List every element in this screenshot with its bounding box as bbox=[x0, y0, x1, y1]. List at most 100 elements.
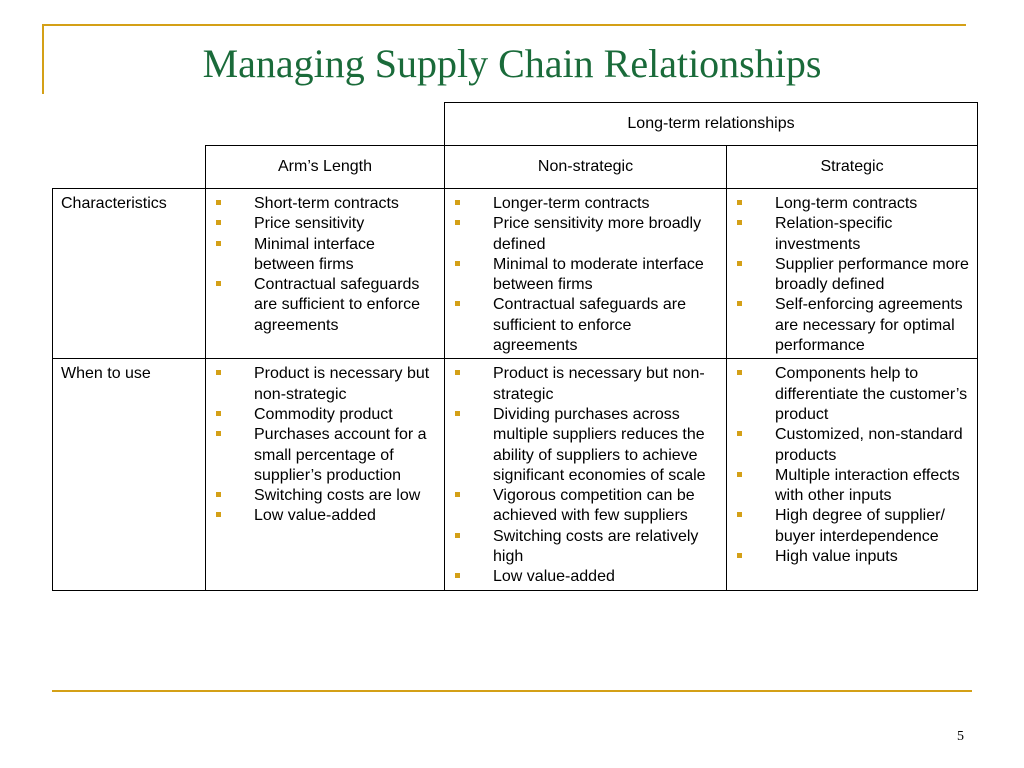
list-item: Product is necessary but non-strategic bbox=[214, 364, 438, 405]
list-item-text: Price sensitivity more broadly defined bbox=[493, 215, 702, 253]
row-label-when-to-use: When to use bbox=[52, 358, 206, 591]
square-bullet-icon bbox=[737, 260, 742, 266]
list-item-text: Price sensitivity bbox=[254, 215, 365, 233]
list-item: Components help to differentiate the cus… bbox=[735, 364, 971, 425]
square-bullet-icon bbox=[737, 200, 742, 205]
square-bullet-icon bbox=[455, 370, 460, 376]
list-item-text: Contractual safeguards are sufficient to… bbox=[493, 296, 686, 355]
list-item-text: Short-term contracts bbox=[254, 195, 399, 212]
list-item-text: High degree of supplier/ buyer interdepe… bbox=[775, 507, 945, 545]
square-bullet-icon bbox=[216, 281, 221, 287]
group-header-row: Long-term relationships bbox=[53, 102, 979, 146]
list-item: Commodity product bbox=[214, 405, 438, 425]
table-row-when-to-use: When to use Product is necessary but non… bbox=[52, 358, 979, 591]
list-item-text: Low value-added bbox=[493, 568, 615, 586]
square-bullet-icon bbox=[455, 220, 460, 226]
square-bullet-icon bbox=[737, 553, 742, 559]
list-item: Customized, non-standard products bbox=[735, 425, 971, 466]
square-bullet-icon bbox=[455, 492, 460, 498]
relationships-table: Long-term relationships Arm’s Length Non… bbox=[52, 102, 979, 591]
square-bullet-icon bbox=[455, 532, 460, 538]
list-item: High degree of supplier/ buyer interdepe… bbox=[735, 506, 971, 547]
bullet-list: Short-term contracts Price sensitivity M… bbox=[214, 194, 438, 336]
square-bullet-icon bbox=[455, 573, 460, 579]
list-item-text: Commodity product bbox=[254, 405, 393, 423]
square-bullet-icon bbox=[455, 410, 460, 416]
list-item: Vigorous competition can be achieved wit… bbox=[453, 486, 720, 527]
bullet-list: Long-term contracts Relation-specific in… bbox=[735, 194, 971, 356]
list-item-text: Multiple interaction effects with other … bbox=[775, 466, 960, 505]
list-item: Low value-added bbox=[453, 567, 720, 587]
column-header-strategic: Strategic bbox=[725, 144, 979, 189]
bullet-list: Product is necessary but non-strategic C… bbox=[214, 364, 438, 526]
square-bullet-icon bbox=[737, 301, 742, 307]
cell-characteristics-arms-length: Short-term contracts Price sensitivity M… bbox=[205, 187, 445, 360]
list-item: Dividing purchases across multiple suppl… bbox=[453, 405, 720, 486]
list-item-text: Self-enforcing agreements are necessary … bbox=[775, 296, 963, 355]
cell-characteristics-strategic: Long-term contracts Relation-specific in… bbox=[725, 187, 979, 360]
list-item-text: Product is necessary but non-strategic bbox=[493, 365, 705, 403]
square-bullet-icon bbox=[455, 260, 460, 266]
square-bullet-icon bbox=[737, 431, 742, 437]
list-item: Product is necessary but non-strategic bbox=[453, 364, 720, 405]
square-bullet-icon bbox=[216, 410, 221, 416]
page-number: 5 bbox=[957, 729, 964, 744]
list-item-text: Minimal interface between firms bbox=[254, 235, 375, 273]
list-item: Purchases account for a small percentage… bbox=[214, 425, 438, 486]
cell-when-to-use-non-strategic: Product is necessary but non-strategic D… bbox=[444, 358, 727, 591]
square-bullet-icon bbox=[216, 370, 221, 376]
list-item-text: Customized, non-standard products bbox=[775, 426, 963, 464]
list-item-text: Minimal to moderate interface between fi… bbox=[493, 255, 704, 294]
list-item-text: Components help to differentiate the cus… bbox=[775, 365, 968, 423]
list-item-text: Switching costs are relatively high bbox=[493, 527, 699, 566]
list-item: Relation-specific investments bbox=[735, 214, 971, 255]
group-header-long-term: Long-term relationships bbox=[443, 102, 979, 146]
list-item-text: Purchases account for a small percentage… bbox=[254, 426, 427, 484]
list-item-text: High value inputs bbox=[775, 548, 898, 566]
column-header-non-strategic: Non-strategic bbox=[444, 144, 727, 189]
square-bullet-icon bbox=[216, 240, 221, 246]
list-item-text: Long-term contracts bbox=[775, 195, 918, 212]
square-bullet-icon bbox=[455, 200, 460, 205]
list-item-text: Relation-specific investments bbox=[775, 215, 893, 253]
list-item: Supplier performance more broadly define… bbox=[735, 255, 971, 296]
cell-characteristics-non-strategic: Longer-term contracts Price sensitivity … bbox=[444, 187, 727, 360]
square-bullet-icon bbox=[737, 370, 742, 376]
bullet-list: Components help to differentiate the cus… bbox=[735, 364, 971, 567]
top-rule bbox=[42, 24, 966, 26]
list-item: Switching costs are low bbox=[214, 486, 438, 506]
list-item-text: Product is necessary but non-strategic bbox=[254, 365, 430, 403]
list-item-text: Vigorous competition can be achieved wit… bbox=[493, 487, 695, 525]
square-bullet-icon bbox=[737, 512, 742, 518]
square-bullet-icon bbox=[737, 220, 742, 226]
list-item: Short-term contracts bbox=[214, 194, 438, 214]
list-item: Switching costs are relatively high bbox=[453, 527, 720, 568]
square-bullet-icon bbox=[455, 301, 460, 307]
row-label-characteristics: Characteristics bbox=[52, 187, 206, 360]
blank-corner-2 bbox=[53, 145, 206, 189]
list-item: Contractual safeguards are sufficient to… bbox=[214, 275, 438, 336]
list-item-text: Contractual safeguards are sufficient to… bbox=[254, 276, 421, 334]
list-item: Multiple interaction effects with other … bbox=[735, 466, 971, 507]
square-bullet-icon bbox=[216, 431, 221, 437]
square-bullet-icon bbox=[216, 512, 221, 518]
list-item-text: Low value-added bbox=[254, 507, 376, 525]
list-item: Self-enforcing agreements are necessary … bbox=[735, 295, 971, 356]
cell-when-to-use-strategic: Components help to differentiate the cus… bbox=[725, 358, 979, 591]
list-item: High value inputs bbox=[735, 547, 971, 567]
list-item: Price sensitivity bbox=[214, 214, 438, 234]
list-item: Long-term contracts bbox=[735, 194, 971, 214]
square-bullet-icon bbox=[216, 220, 221, 226]
bullet-list: Product is necessary but non-strategic D… bbox=[453, 364, 720, 587]
square-bullet-icon bbox=[216, 492, 221, 498]
list-item: Low value-added bbox=[214, 506, 438, 526]
column-header-row: Arm’s Length Non-strategic Strategic bbox=[53, 144, 979, 189]
list-item-text: Dividing purchases across multiple suppl… bbox=[493, 405, 706, 484]
list-item-text: Longer-term contracts bbox=[493, 195, 650, 212]
slide-title: Managing Supply Chain Relationships bbox=[202, 41, 822, 86]
bottom-rule bbox=[52, 690, 972, 692]
cell-when-to-use-arms-length: Product is necessary but non-strategic C… bbox=[205, 358, 445, 591]
table-row-characteristics: Characteristics Short-term contracts Pri… bbox=[52, 187, 979, 360]
list-item: Price sensitivity more broadly defined bbox=[453, 214, 720, 255]
